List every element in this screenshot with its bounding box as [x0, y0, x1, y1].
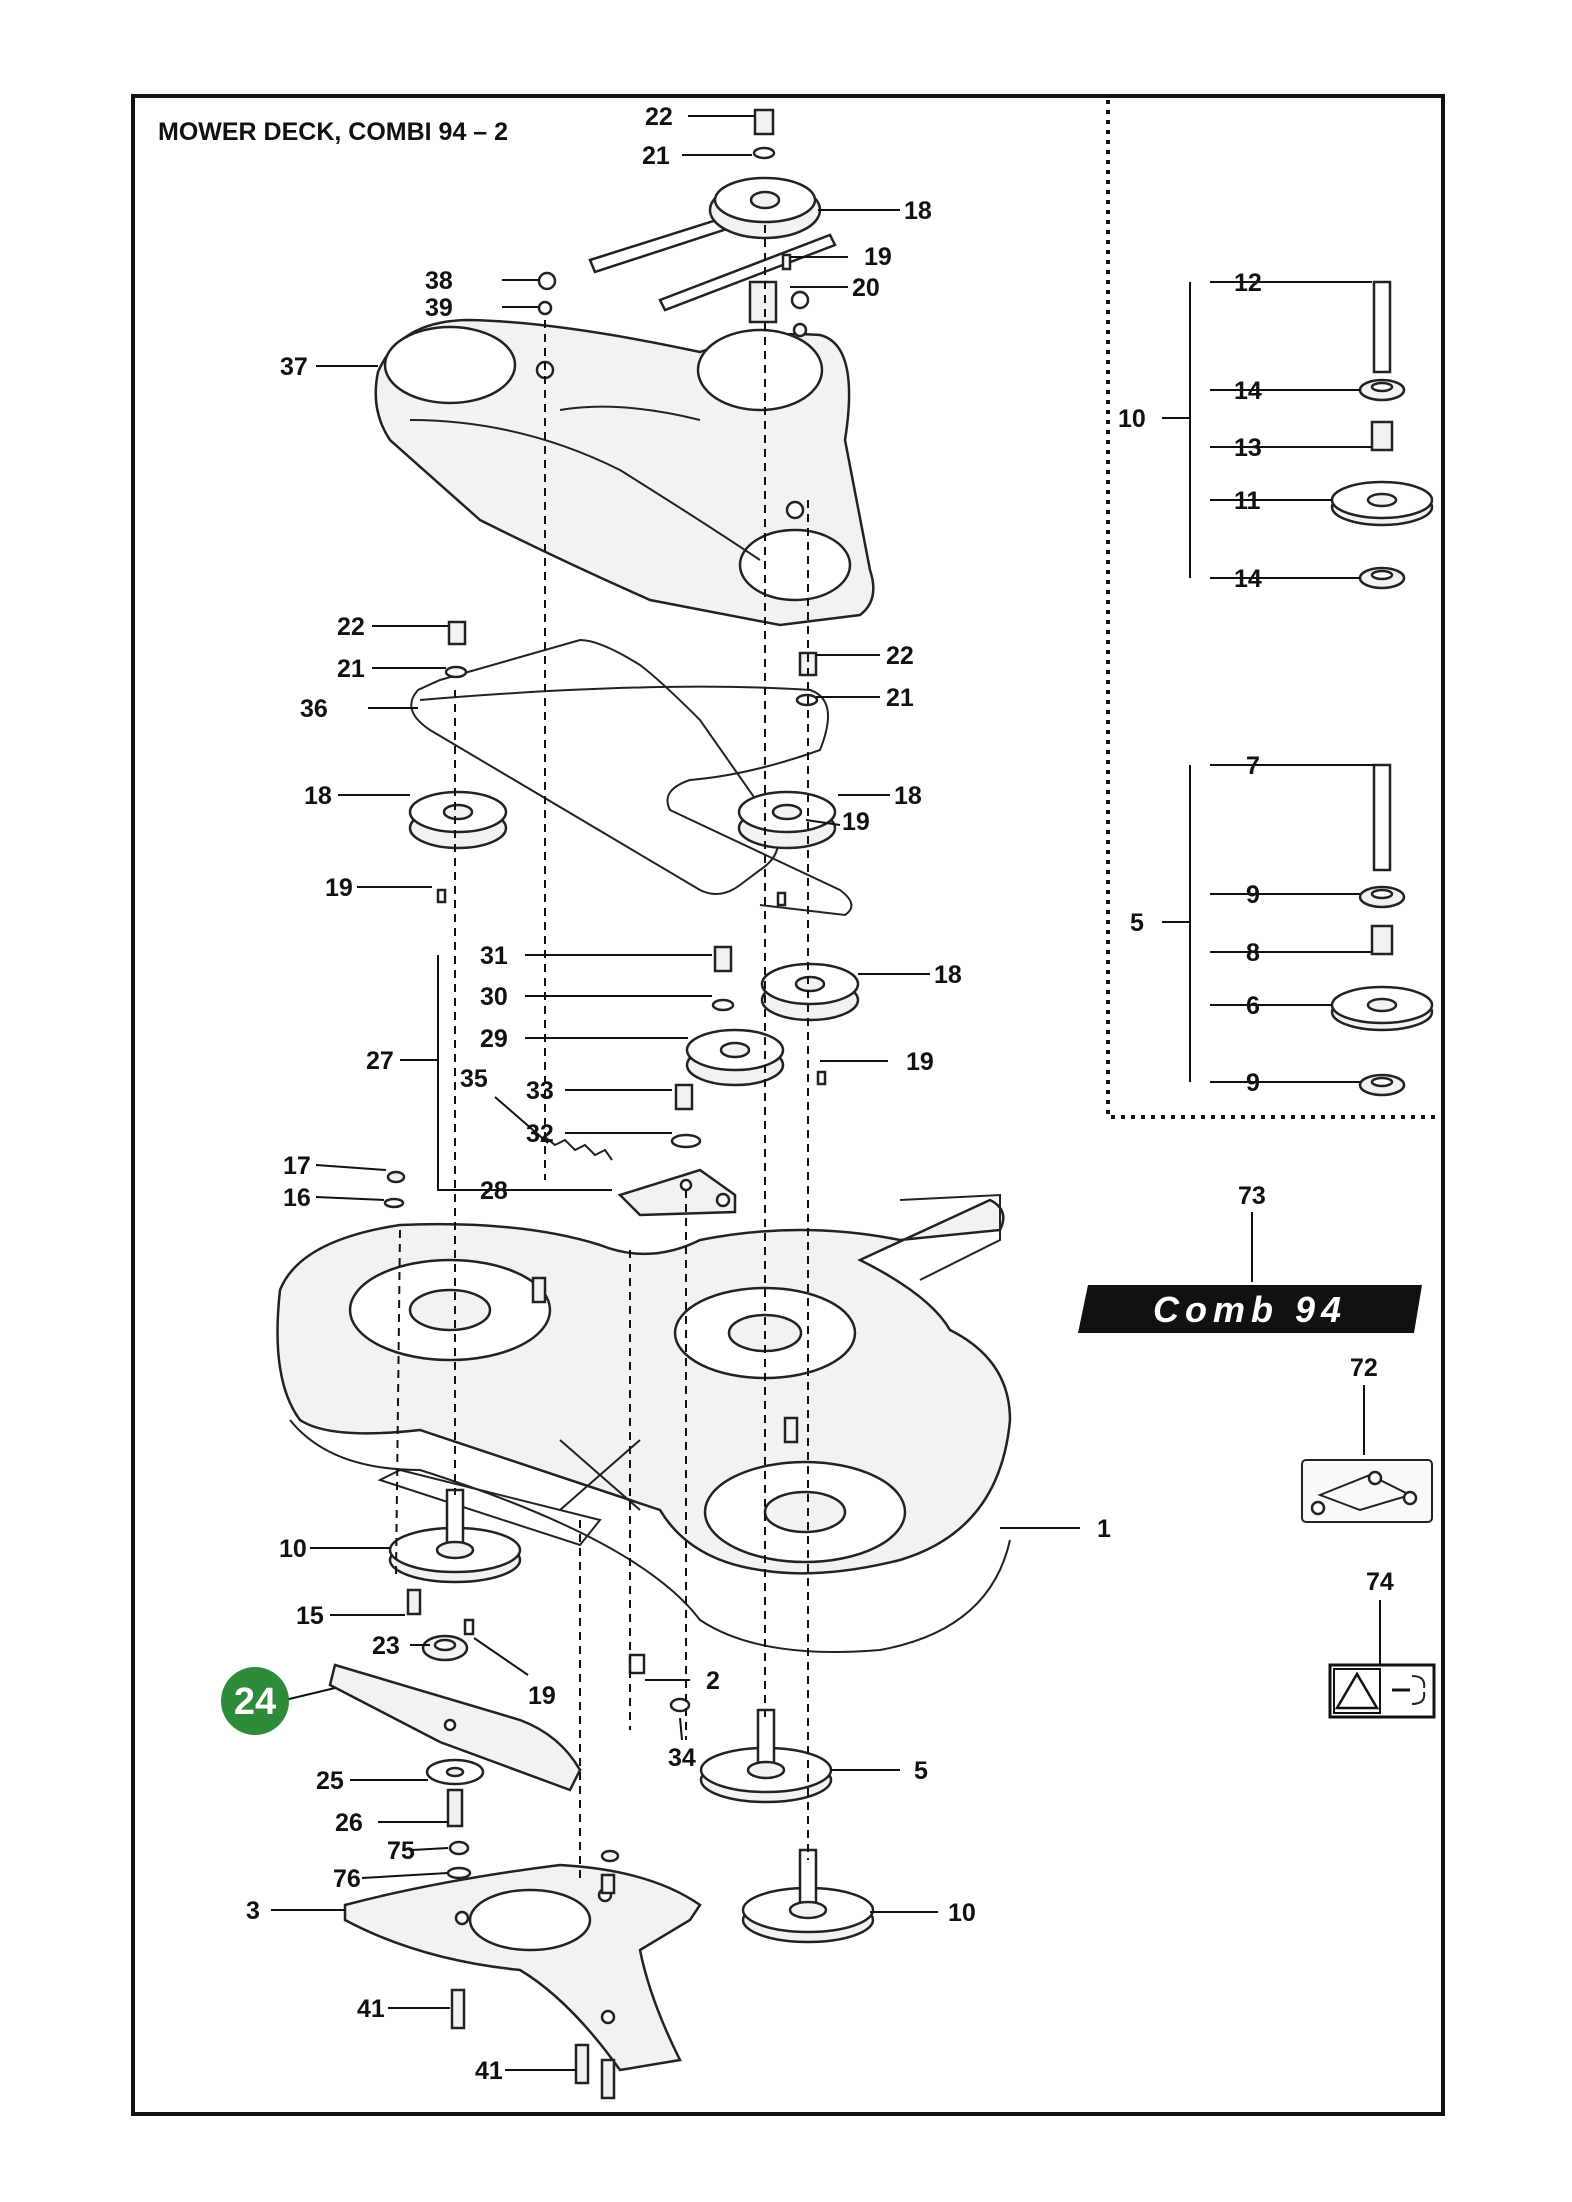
badge-label: 24 — [234, 1681, 276, 1723]
spindle-bottom — [741, 1848, 875, 1944]
callout-35: 35 — [460, 1065, 488, 1093]
callout-labels: 22 21 18 19 20 38 39 37 12 14 10 13 11 1… — [246, 103, 1394, 2085]
spindle-5 — [699, 1708, 833, 1804]
drive-belt — [410, 638, 853, 917]
callout-72: 72 — [1350, 1354, 1378, 1382]
decal-belt-routing — [1301, 1459, 1433, 1523]
callout-8: 8 — [1246, 939, 1260, 967]
badge-circle — [221, 1667, 289, 1735]
callout-19-lower: 19 — [528, 1682, 556, 1710]
callout-19-right: 19 — [842, 808, 870, 836]
callout-12: 12 — [1234, 269, 1262, 297]
callout-26: 26 — [335, 1809, 363, 1837]
callout-15: 15 — [296, 1602, 324, 1630]
callout-20: 20 — [852, 274, 880, 302]
callout-5: 5 — [914, 1757, 928, 1785]
deflector — [343, 1849, 702, 2100]
callout-2: 2 — [706, 1667, 720, 1695]
callout-41-b: 41 — [475, 2057, 503, 2085]
callout-3: 3 — [246, 1897, 260, 1925]
callout-5-inset: 5 — [1130, 909, 1144, 937]
callout-27: 27 — [366, 1047, 394, 1075]
page-frame — [131, 94, 1445, 2116]
callout-16: 16 — [283, 1184, 311, 1212]
callout-22-top: 22 — [645, 103, 673, 131]
callout-29: 29 — [480, 1025, 508, 1053]
callout-30: 30 — [480, 983, 508, 1011]
callout-36: 36 — [300, 695, 328, 723]
callout-33: 33 — [526, 1077, 554, 1105]
callout-17: 17 — [283, 1152, 311, 1180]
callout-18-right: 18 — [894, 782, 922, 810]
callout-34: 34 — [668, 1744, 696, 1772]
callout-10-bottom: 10 — [948, 1899, 976, 1927]
callout-7: 7 — [1246, 752, 1260, 780]
leader-lines — [271, 115, 1381, 2071]
callout-75: 75 — [387, 1837, 415, 1865]
callout-73: 73 — [1238, 1182, 1266, 1210]
callout-13: 13 — [1234, 434, 1262, 462]
callout-21-right: 21 — [886, 684, 914, 712]
callout-11: 11 — [1234, 487, 1261, 515]
spindle-left — [388, 1488, 522, 1662]
callout-28: 28 — [480, 1177, 508, 1205]
decal-text: Comb 94 — [1153, 1289, 1347, 1330]
decal-combi-94: Comb 94 — [1078, 1285, 1422, 1333]
idler-assembly — [383, 945, 785, 1217]
callout-14-a: 14 — [1234, 377, 1262, 405]
pulley-left — [408, 620, 508, 904]
mower-deck — [276, 1193, 1012, 1713]
callout-18-top: 18 — [904, 197, 932, 225]
callout-19-top: 19 — [864, 243, 892, 271]
inset-border — [1106, 100, 1440, 1119]
callout-74: 74 — [1366, 1568, 1394, 1596]
callout-10-left: 10 — [279, 1535, 307, 1563]
top-pulley — [537, 108, 837, 338]
callout-21-top: 21 — [642, 142, 670, 170]
callout-10-inset: 10 — [1118, 405, 1146, 433]
callout-22-left: 22 — [337, 613, 365, 641]
callout-76: 76 — [333, 1865, 361, 1893]
callout-9-a: 9 — [1246, 881, 1260, 909]
callout-6: 6 — [1246, 992, 1260, 1020]
callout-41-a: 41 — [357, 1995, 385, 2023]
callout-23: 23 — [372, 1632, 400, 1660]
callout-38: 38 — [425, 267, 453, 295]
callout-1: 1 — [1097, 1515, 1111, 1543]
callout-39: 39 — [425, 294, 453, 322]
top-cover — [374, 318, 875, 627]
decal-warning — [1328, 1663, 1436, 1719]
assembly-axes — [395, 225, 809, 1880]
callout-18-left: 18 — [304, 782, 332, 810]
pulley-mid-right — [737, 651, 837, 907]
pulley-right — [760, 962, 860, 1086]
callout-22-right: 22 — [886, 642, 914, 670]
callout-37: 37 — [280, 353, 308, 381]
callout-19-left: 19 — [325, 874, 353, 902]
callout-18-idler: 18 — [934, 961, 962, 989]
callout-32: 32 — [526, 1120, 554, 1148]
callout-14-b: 14 — [1234, 565, 1262, 593]
inset-spindle-10 — [1330, 280, 1434, 590]
inset-spindle-5 — [1330, 763, 1434, 1097]
highlight-badge: 24 — [221, 1667, 289, 1735]
callout-9-b: 9 — [1246, 1069, 1260, 1097]
blade — [328, 1663, 582, 1880]
page-title: MOWER DECK, COMBI 94 – 2 — [158, 118, 508, 146]
callout-31: 31 — [480, 942, 508, 970]
callout-21-left: 21 — [337, 655, 365, 683]
callout-25: 25 — [316, 1767, 344, 1795]
callout-19-idler: 19 — [906, 1048, 934, 1076]
